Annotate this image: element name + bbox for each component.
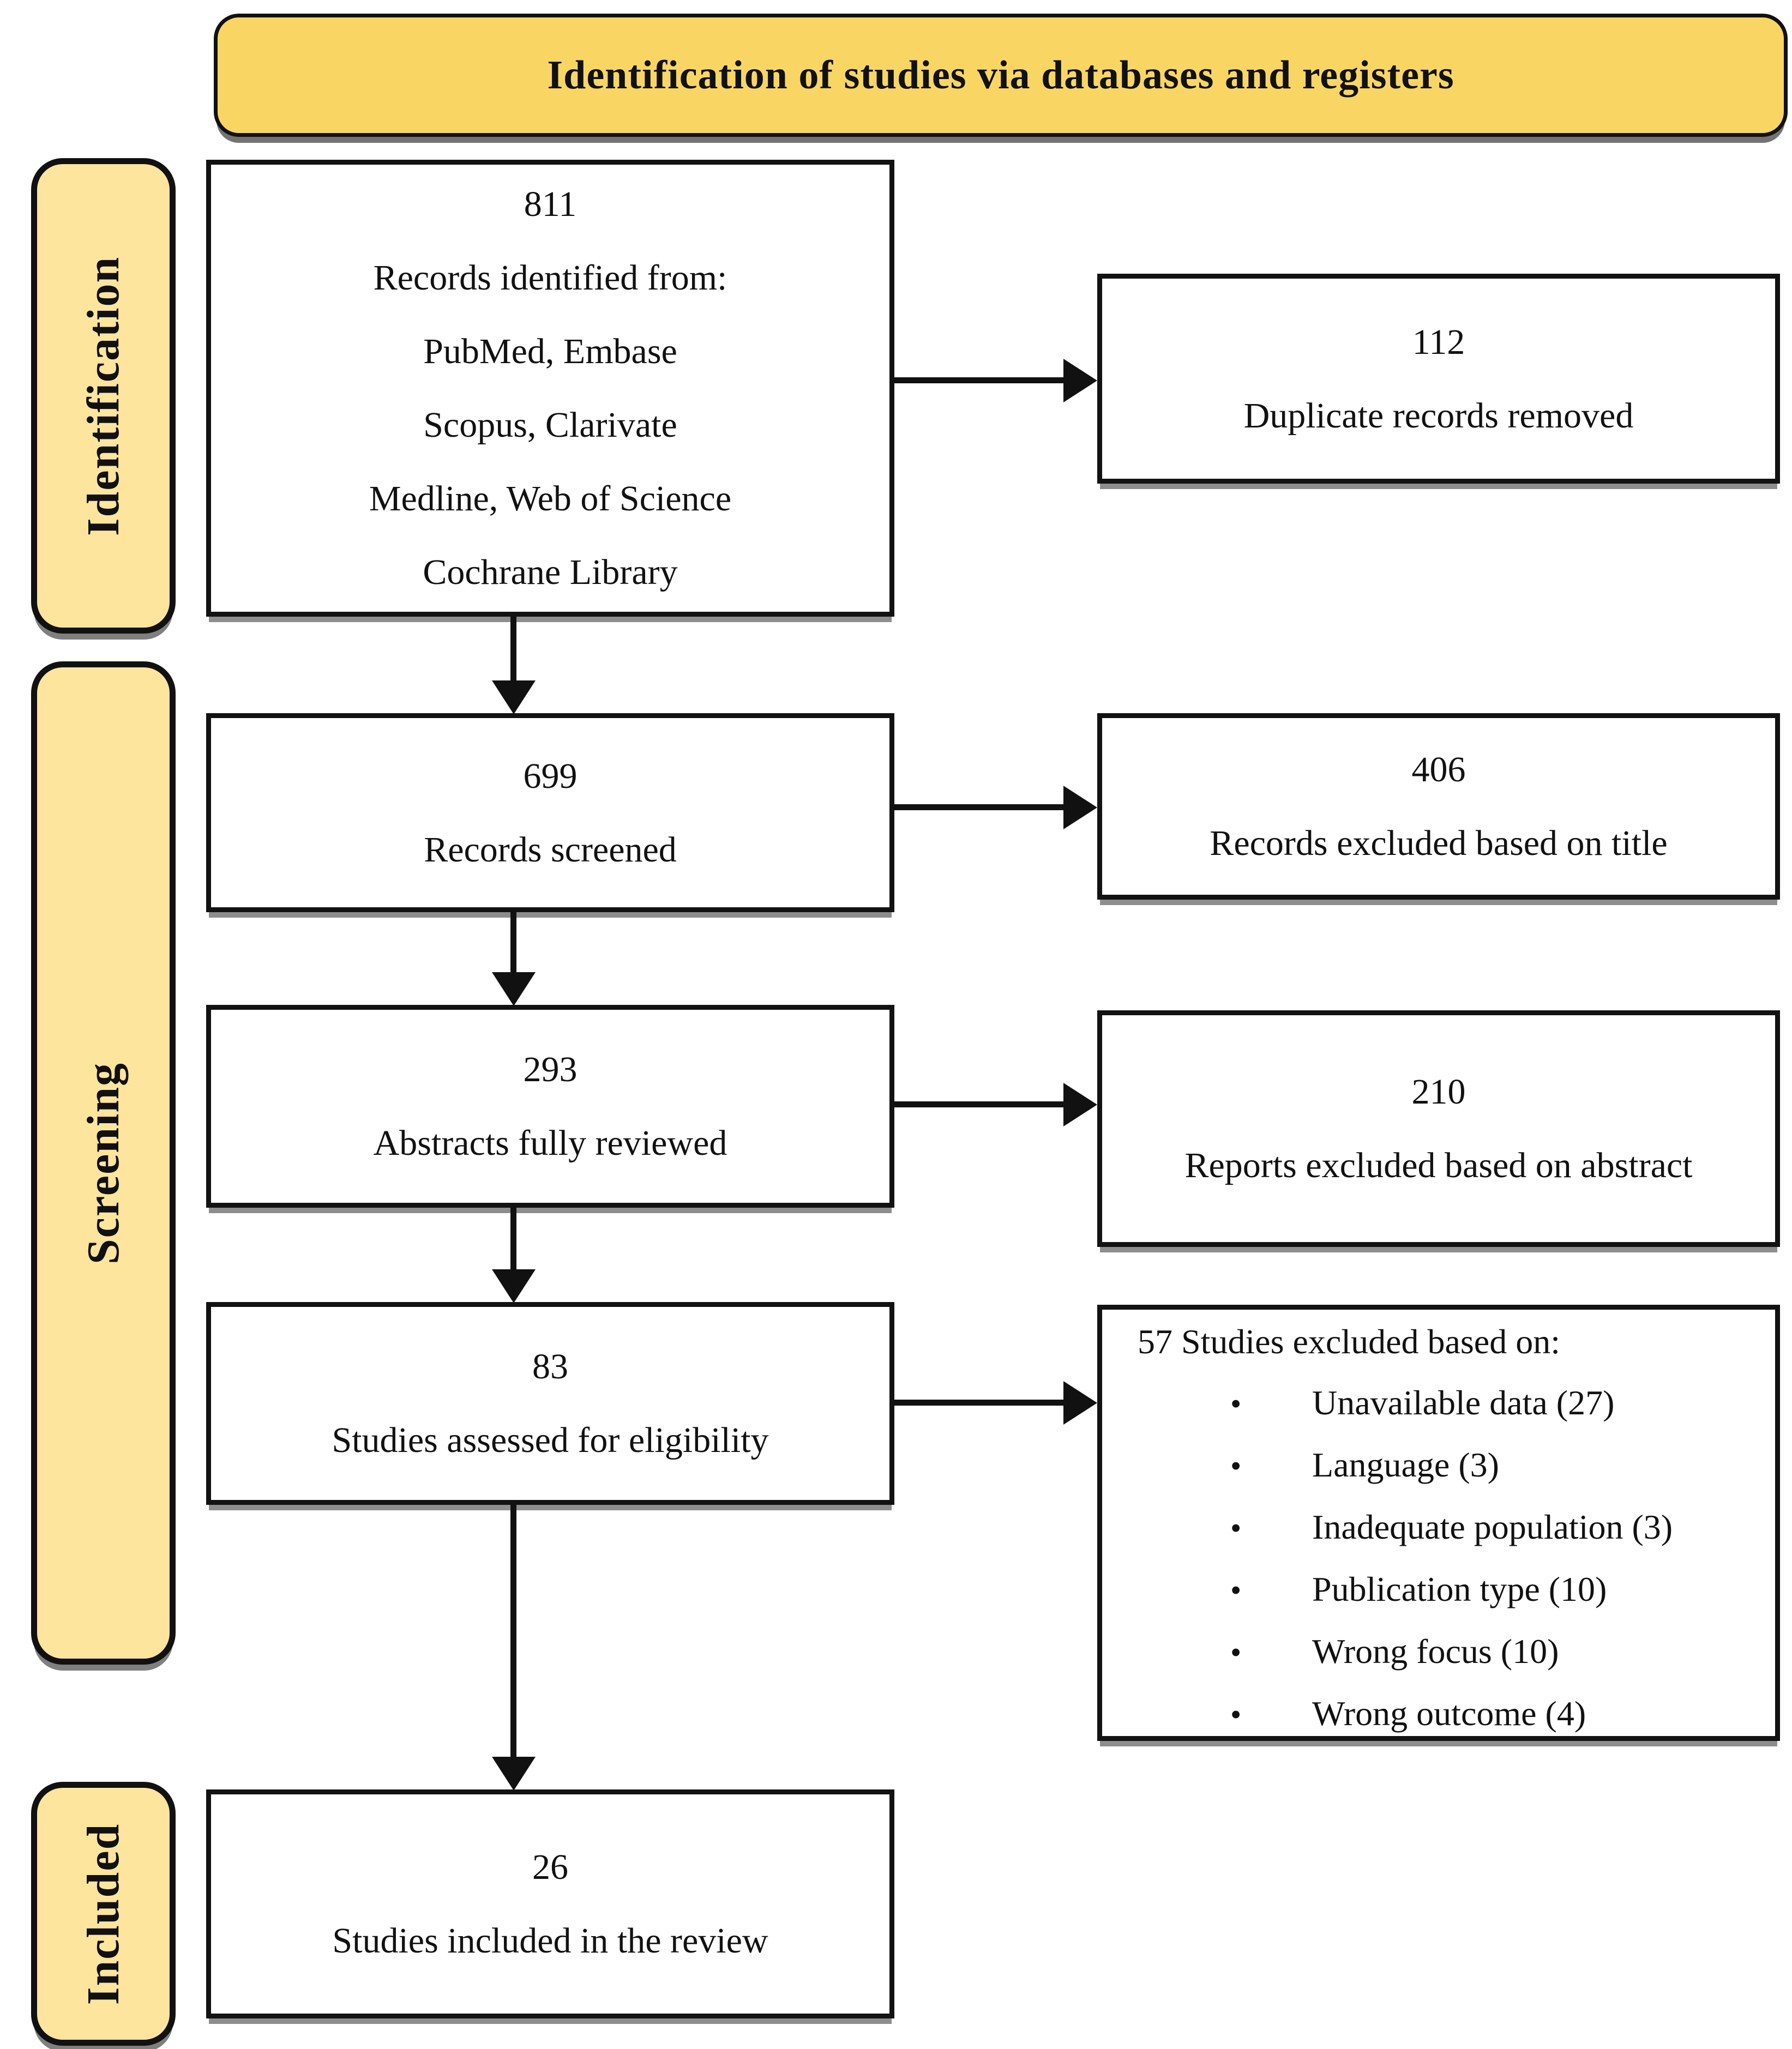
excluded-reason-text: Wrong focus (10) (1312, 1632, 1559, 1671)
excluded-abstract-label: Reports excluded based on abstract (1184, 1146, 1693, 1185)
stage-identification-text: Identification (78, 256, 129, 536)
bullet-icon: • (1230, 1572, 1242, 1608)
arrow-down-icon-abstracts-to-assessed (510, 1208, 516, 1269)
title-banner: Identification of studies via databases … (214, 14, 1788, 137)
studies-included-count: 26 (532, 1847, 568, 1887)
records-screened-label: Records screened (424, 829, 677, 870)
studies-assessed-count: 83 (532, 1347, 568, 1387)
bullet-icon: • (1230, 1510, 1242, 1546)
box-abstracts-reviewed: 293 Abstracts fully reviewed (206, 1005, 894, 1208)
duplicates-removed-count: 112 (1412, 322, 1465, 362)
bullet-icon: • (1230, 1635, 1242, 1670)
arrow-right-icon-assessed-to-excluded-reasons (894, 1400, 1063, 1406)
title-banner-label: Identification of studies via databases … (547, 52, 1454, 98)
bullet-icon: • (1230, 1697, 1242, 1732)
box-records-identified: 811 Records identified from: PubMed, Emb… (206, 160, 894, 617)
excluded-reason-item: • Unavailable data (27) (1138, 1372, 1753, 1435)
stage-included-text: Included (78, 1823, 129, 2005)
records-identified-line: Cochrane Library (423, 552, 678, 592)
excluded-reason-item: • Publication type (10) (1138, 1559, 1753, 1621)
box-studies-excluded-reasons: 57 Studies excluded based on: • Unavaila… (1097, 1305, 1780, 1741)
excluded-reason-item: • Inadequate population (3) (1138, 1497, 1753, 1559)
records-identified-count: 811 (524, 184, 577, 224)
box-duplicates-removed: 112 Duplicate records removed (1097, 274, 1780, 484)
stage-label-identification: Identification (31, 158, 176, 634)
arrow-down-icon-screened-to-abstracts (510, 912, 516, 972)
excluded-reason-item: • Language (3) (1138, 1435, 1753, 1497)
box-studies-assessed: 83 Studies assessed for eligibility (206, 1302, 894, 1505)
excluded-reason-item: • Wrong focus (10) (1138, 1621, 1753, 1683)
excluded-reason-text: Inadequate population (3) (1312, 1508, 1673, 1546)
bullet-icon: • (1230, 1386, 1242, 1421)
arrow-right-icon-abstracts-to-excluded-abstract (894, 1101, 1063, 1107)
duplicates-removed-label: Duplicate records removed (1243, 395, 1634, 436)
excluded-reason-text: Unavailable data (27) (1312, 1383, 1615, 1422)
box-studies-included: 26 Studies included in the review (206, 1789, 894, 2018)
box-excluded-abstract: 210 Reports excluded based on abstract (1097, 1010, 1780, 1247)
studies-included-label: Studies included in the review (332, 1921, 768, 1961)
records-identified-line: PubMed, Embase (423, 332, 677, 371)
excluded-reason-text: Publication type (10) (1312, 1570, 1607, 1608)
arrow-down-icon-identified-to-screened (510, 617, 516, 680)
arrow-down-icon-assessed-to-included (510, 1505, 516, 1757)
studies-excluded-header: 57 Studies excluded based on: (1138, 1322, 1560, 1361)
abstracts-reviewed-count: 293 (523, 1050, 578, 1089)
excluded-reason-text: Wrong outcome (4) (1312, 1694, 1586, 1733)
box-records-screened: 699 Records screened (206, 713, 894, 912)
records-identified-line: Records identified from: (373, 258, 727, 298)
records-identified-line: Scopus, Clarivate (423, 405, 677, 445)
stage-label-included: Included (31, 1782, 176, 2046)
records-identified-line: Medline, Web of Science (369, 479, 732, 519)
studies-assessed-label: Studies assessed for eligibility (332, 1420, 769, 1460)
stage-label-screening: Screening (31, 661, 176, 1665)
arrow-right-icon-identified-to-duplicates (894, 377, 1063, 383)
excluded-reason-item: • Wrong outcome (4) (1138, 1683, 1753, 1745)
stage-screening-text: Screening (78, 1062, 129, 1264)
arrow-right-icon-screened-to-excluded-title (894, 804, 1063, 810)
bullet-icon: • (1230, 1448, 1242, 1484)
records-screened-count: 699 (523, 756, 578, 796)
excluded-abstract-count: 210 (1411, 1072, 1466, 1112)
abstracts-reviewed-label: Abstracts fully reviewed (373, 1123, 727, 1163)
excluded-title-count: 406 (1411, 750, 1466, 790)
box-excluded-title: 406 Records excluded based on title (1097, 713, 1780, 900)
excluded-title-label: Records excluded based on title (1210, 823, 1668, 863)
excluded-reason-text: Language (3) (1312, 1445, 1499, 1484)
